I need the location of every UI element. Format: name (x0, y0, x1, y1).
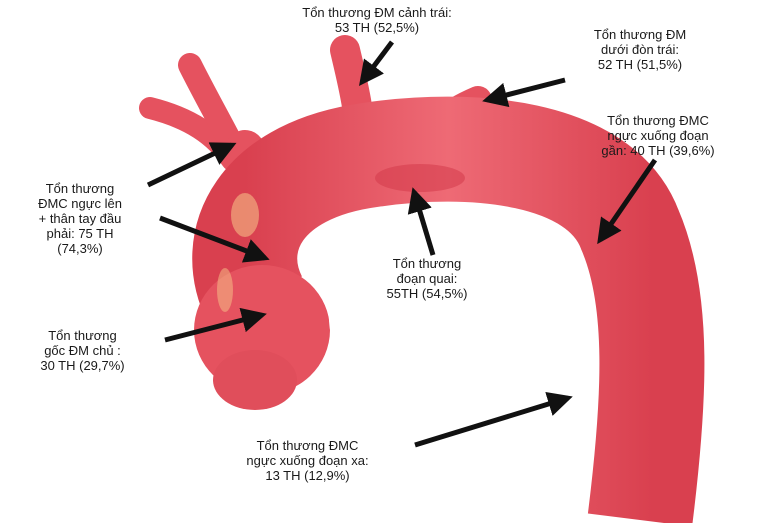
label-aortic-root: Tổn thương gốc ĐM chủ : 30 TH (29,7%) (10, 328, 155, 373)
label-ascending-brachiocephalic: Tổn thương ĐMC ngực lên + thân tay đầu p… (10, 181, 150, 256)
arch-highlight (231, 193, 259, 237)
arrow-distal-descending (415, 398, 568, 445)
label-proximal-descending: Tổn thương ĐMC ngực xuống đoạn gần: 40 T… (568, 113, 748, 158)
inner-arch-space (329, 220, 566, 400)
root-highlight (217, 268, 233, 312)
arrow-left-subclavian (487, 80, 565, 100)
arrow-left-carotid (362, 42, 392, 82)
label-arch: Tổn thương đoạn quai: 55TH (54,5%) (362, 256, 492, 301)
label-distal-descending: Tổn thương ĐMC ngực xuống đoạn xa: 13 TH… (200, 438, 415, 483)
label-left-carotid: Tổn thương ĐM cảnh trái: 53 TH (52,5%) (252, 5, 502, 35)
label-left-subclavian: Tổn thương ĐM dưới đòn trái: 52 TH (51,5… (550, 27, 730, 72)
arch-shade (375, 164, 465, 192)
